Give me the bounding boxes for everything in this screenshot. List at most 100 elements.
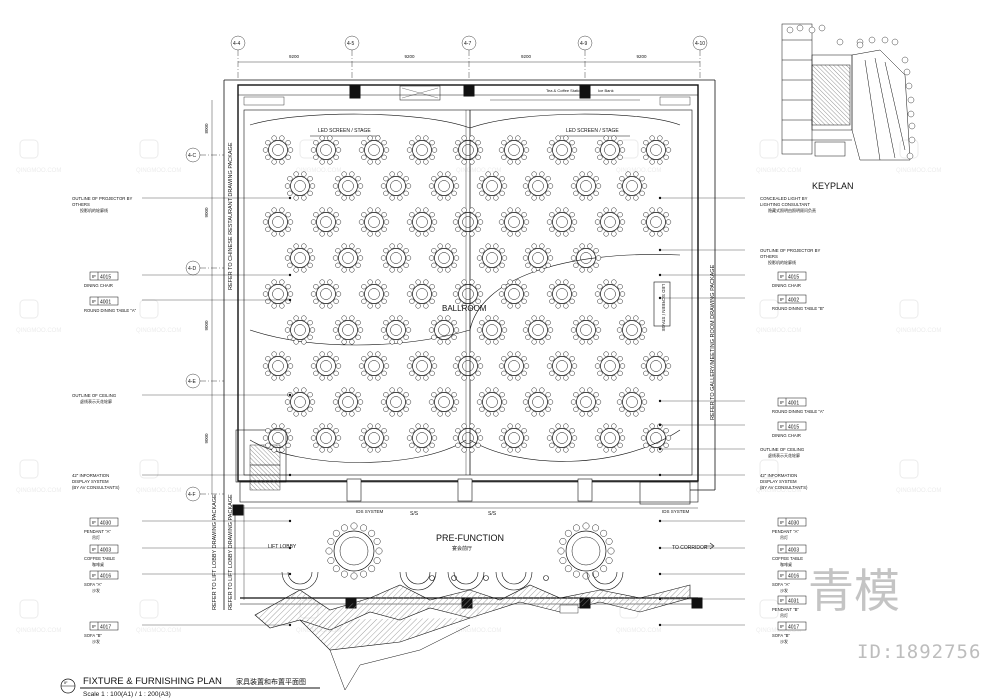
keyplan-grid-bubble xyxy=(786,26,794,34)
round-table-with-chairs xyxy=(332,387,364,417)
callout-text: OTHERS xyxy=(72,202,90,207)
callout-tag: IF xyxy=(780,547,784,552)
round-table-with-chairs xyxy=(332,315,364,345)
sofa-groups xyxy=(281,571,624,591)
round-table-with-chairs xyxy=(284,243,316,273)
round-table-with-chairs xyxy=(358,351,390,381)
sofa-arc xyxy=(495,571,533,591)
callout-cn: 沙发 xyxy=(780,587,788,593)
callout-label: DINING CHAIR xyxy=(772,433,801,438)
keyplan-grid-bubble xyxy=(881,36,889,44)
callout-code: 4001 xyxy=(100,300,111,306)
round-table-with-chairs xyxy=(570,387,602,417)
callout-text: OUTLINE OF PROJECTOR BY xyxy=(760,248,820,253)
round-table-with-chairs xyxy=(452,423,484,453)
callout-text: (BY AV CONSULTANTS) xyxy=(760,485,808,490)
callout-code: 4017 xyxy=(100,625,111,631)
callout-cn: 投影机的轮廓线 xyxy=(80,207,108,213)
round-table-with-chairs xyxy=(616,387,648,417)
round-table-with-chairs xyxy=(640,351,672,381)
round-table-with-chairs xyxy=(358,423,390,453)
stage-labels: LED SCREEN / STAGE LED SCREEN / STAGE Te… xyxy=(310,88,671,331)
callout-code: 4015 xyxy=(788,425,799,431)
callout-text: OTHERS xyxy=(760,254,778,259)
refer-chinese-restaurant: REFER TO CHINESE RESTAURANT DRAWING PACK… xyxy=(228,142,234,290)
callout-tag: IF xyxy=(780,624,784,629)
round-table-with-chairs xyxy=(616,171,648,201)
keyplan-grid-bubble xyxy=(908,122,916,130)
coffee-table xyxy=(483,575,489,581)
keyplan-grid-bubble xyxy=(891,38,899,46)
round-table-with-chairs xyxy=(546,279,578,309)
sofa-arc xyxy=(399,571,437,591)
grid-bubble-row xyxy=(185,373,201,389)
keyplan-grid-bubble xyxy=(906,152,914,160)
led-stage-side-label: LED SCREEN / STAGE xyxy=(661,284,666,331)
round-table-with-chairs xyxy=(616,315,648,345)
keyplan-grid-bubble xyxy=(905,82,913,90)
callout-cn: 咖啡桌 xyxy=(780,561,792,567)
callout-code: 4016 xyxy=(788,574,799,580)
round-table-with-chairs xyxy=(570,243,602,273)
svg-text:QINGMOO.COM: QINGMOO.COM xyxy=(16,168,61,174)
round-table-with-chairs xyxy=(452,207,484,237)
drawing-scale: Scale 1 : 100(A1) / 1 : 200(A3) xyxy=(83,691,171,698)
sofa-arc xyxy=(447,571,485,591)
callout-label: COFFEE TABLE xyxy=(84,556,115,561)
grid-col-label: 4-4 xyxy=(233,41,240,47)
watermark-stamp: QINGMOO.COM xyxy=(16,299,61,334)
sofa-arc xyxy=(586,571,624,591)
pendant-a xyxy=(325,522,383,580)
grid-bubble-col xyxy=(692,35,708,51)
lift-lobby-label: LIFT LOBBY xyxy=(268,544,297,550)
callout-code: 4015 xyxy=(788,275,799,281)
round-table-with-chairs xyxy=(476,315,508,345)
callout-tag: IF xyxy=(92,573,96,578)
round-table-with-chairs xyxy=(594,423,626,453)
callout-code: 4003 xyxy=(100,548,111,554)
id-text: ID:1892756 xyxy=(857,641,981,663)
callout-label: SOFA "B" xyxy=(84,633,102,638)
callout-text: DISPLAY SYSTEM xyxy=(72,479,109,484)
keyplan-grid-bubble xyxy=(796,24,804,32)
grid-dim-top: 9200 xyxy=(405,54,416,59)
round-table-with-chairs xyxy=(452,351,484,381)
round-table-with-chairs xyxy=(522,171,554,201)
round-table-with-chairs xyxy=(546,351,578,381)
callout-code: 4030 xyxy=(788,521,799,527)
callout-label: SOFA "A" xyxy=(772,582,790,587)
callout-text: OUTLINE OF CEILING xyxy=(72,393,117,398)
keyplan-grid-bubble xyxy=(901,56,909,64)
grid-col-label: 4-7 xyxy=(464,41,471,47)
svg-text:QINGMOO.COM: QINGMOO.COM xyxy=(136,168,181,174)
round-table-with-chairs xyxy=(498,135,530,165)
round-table-with-chairs xyxy=(284,315,316,345)
grid-bubble-row xyxy=(185,486,201,502)
callout-tag: IF xyxy=(780,520,784,525)
grid-dim-top: 9200 xyxy=(637,54,648,59)
callout-code: 4017 xyxy=(788,625,799,631)
svg-text:QINGMOO.COM: QINGMOO.COM xyxy=(896,328,941,334)
grid-bubble-col xyxy=(230,35,246,51)
grid-dim-top: 9200 xyxy=(521,54,532,59)
ice-bank-label: Ice Bank xyxy=(598,88,614,93)
callout-tag: IF xyxy=(780,424,784,429)
callout-label: PENDANT "A" xyxy=(84,529,111,534)
callout-label: ROUND DINING TABLE "A" xyxy=(772,409,825,414)
callout-cn: 沙发 xyxy=(92,587,100,593)
callout-code: 4016 xyxy=(100,574,111,580)
drawing-title-cn: 家具装置和布置平面图 xyxy=(236,677,306,686)
callout-text: 42" INFORMATION xyxy=(760,473,797,478)
round-table-with-chairs xyxy=(452,135,484,165)
